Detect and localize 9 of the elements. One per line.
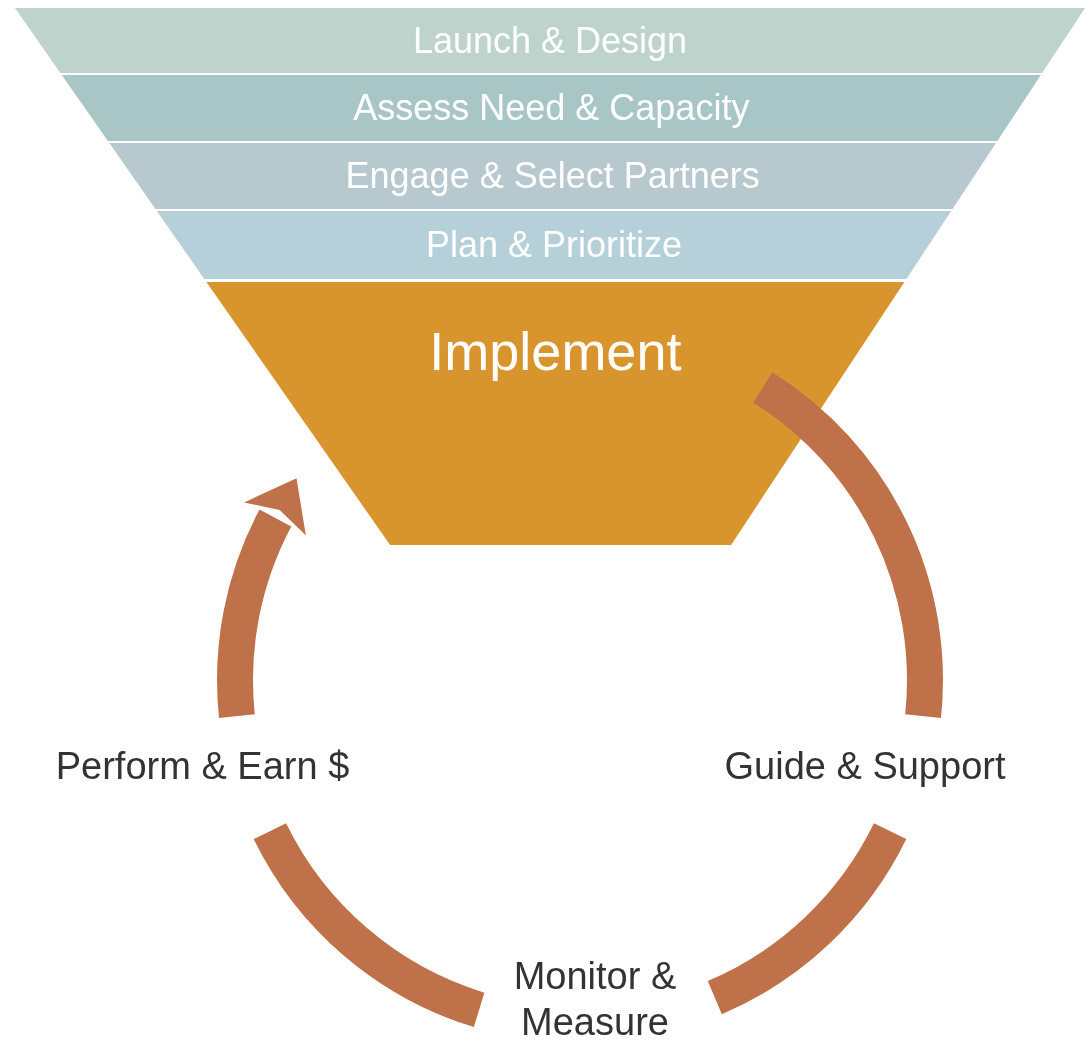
stage-label: Plan & Prioritize <box>425 225 683 265</box>
stage-label: Implement <box>429 322 682 382</box>
step-label: Guide & Support <box>690 744 1040 790</box>
stage-label: Engage & Select Partners <box>345 156 760 196</box>
stage-label: Launch & Design <box>412 20 688 61</box>
curved-arrow <box>217 477 307 717</box>
step-label: Monitor & Measure <box>480 954 710 1041</box>
step-label: Perform & Earn $ <box>20 744 385 790</box>
stage-label: Assess Need & Capacity <box>353 88 750 128</box>
